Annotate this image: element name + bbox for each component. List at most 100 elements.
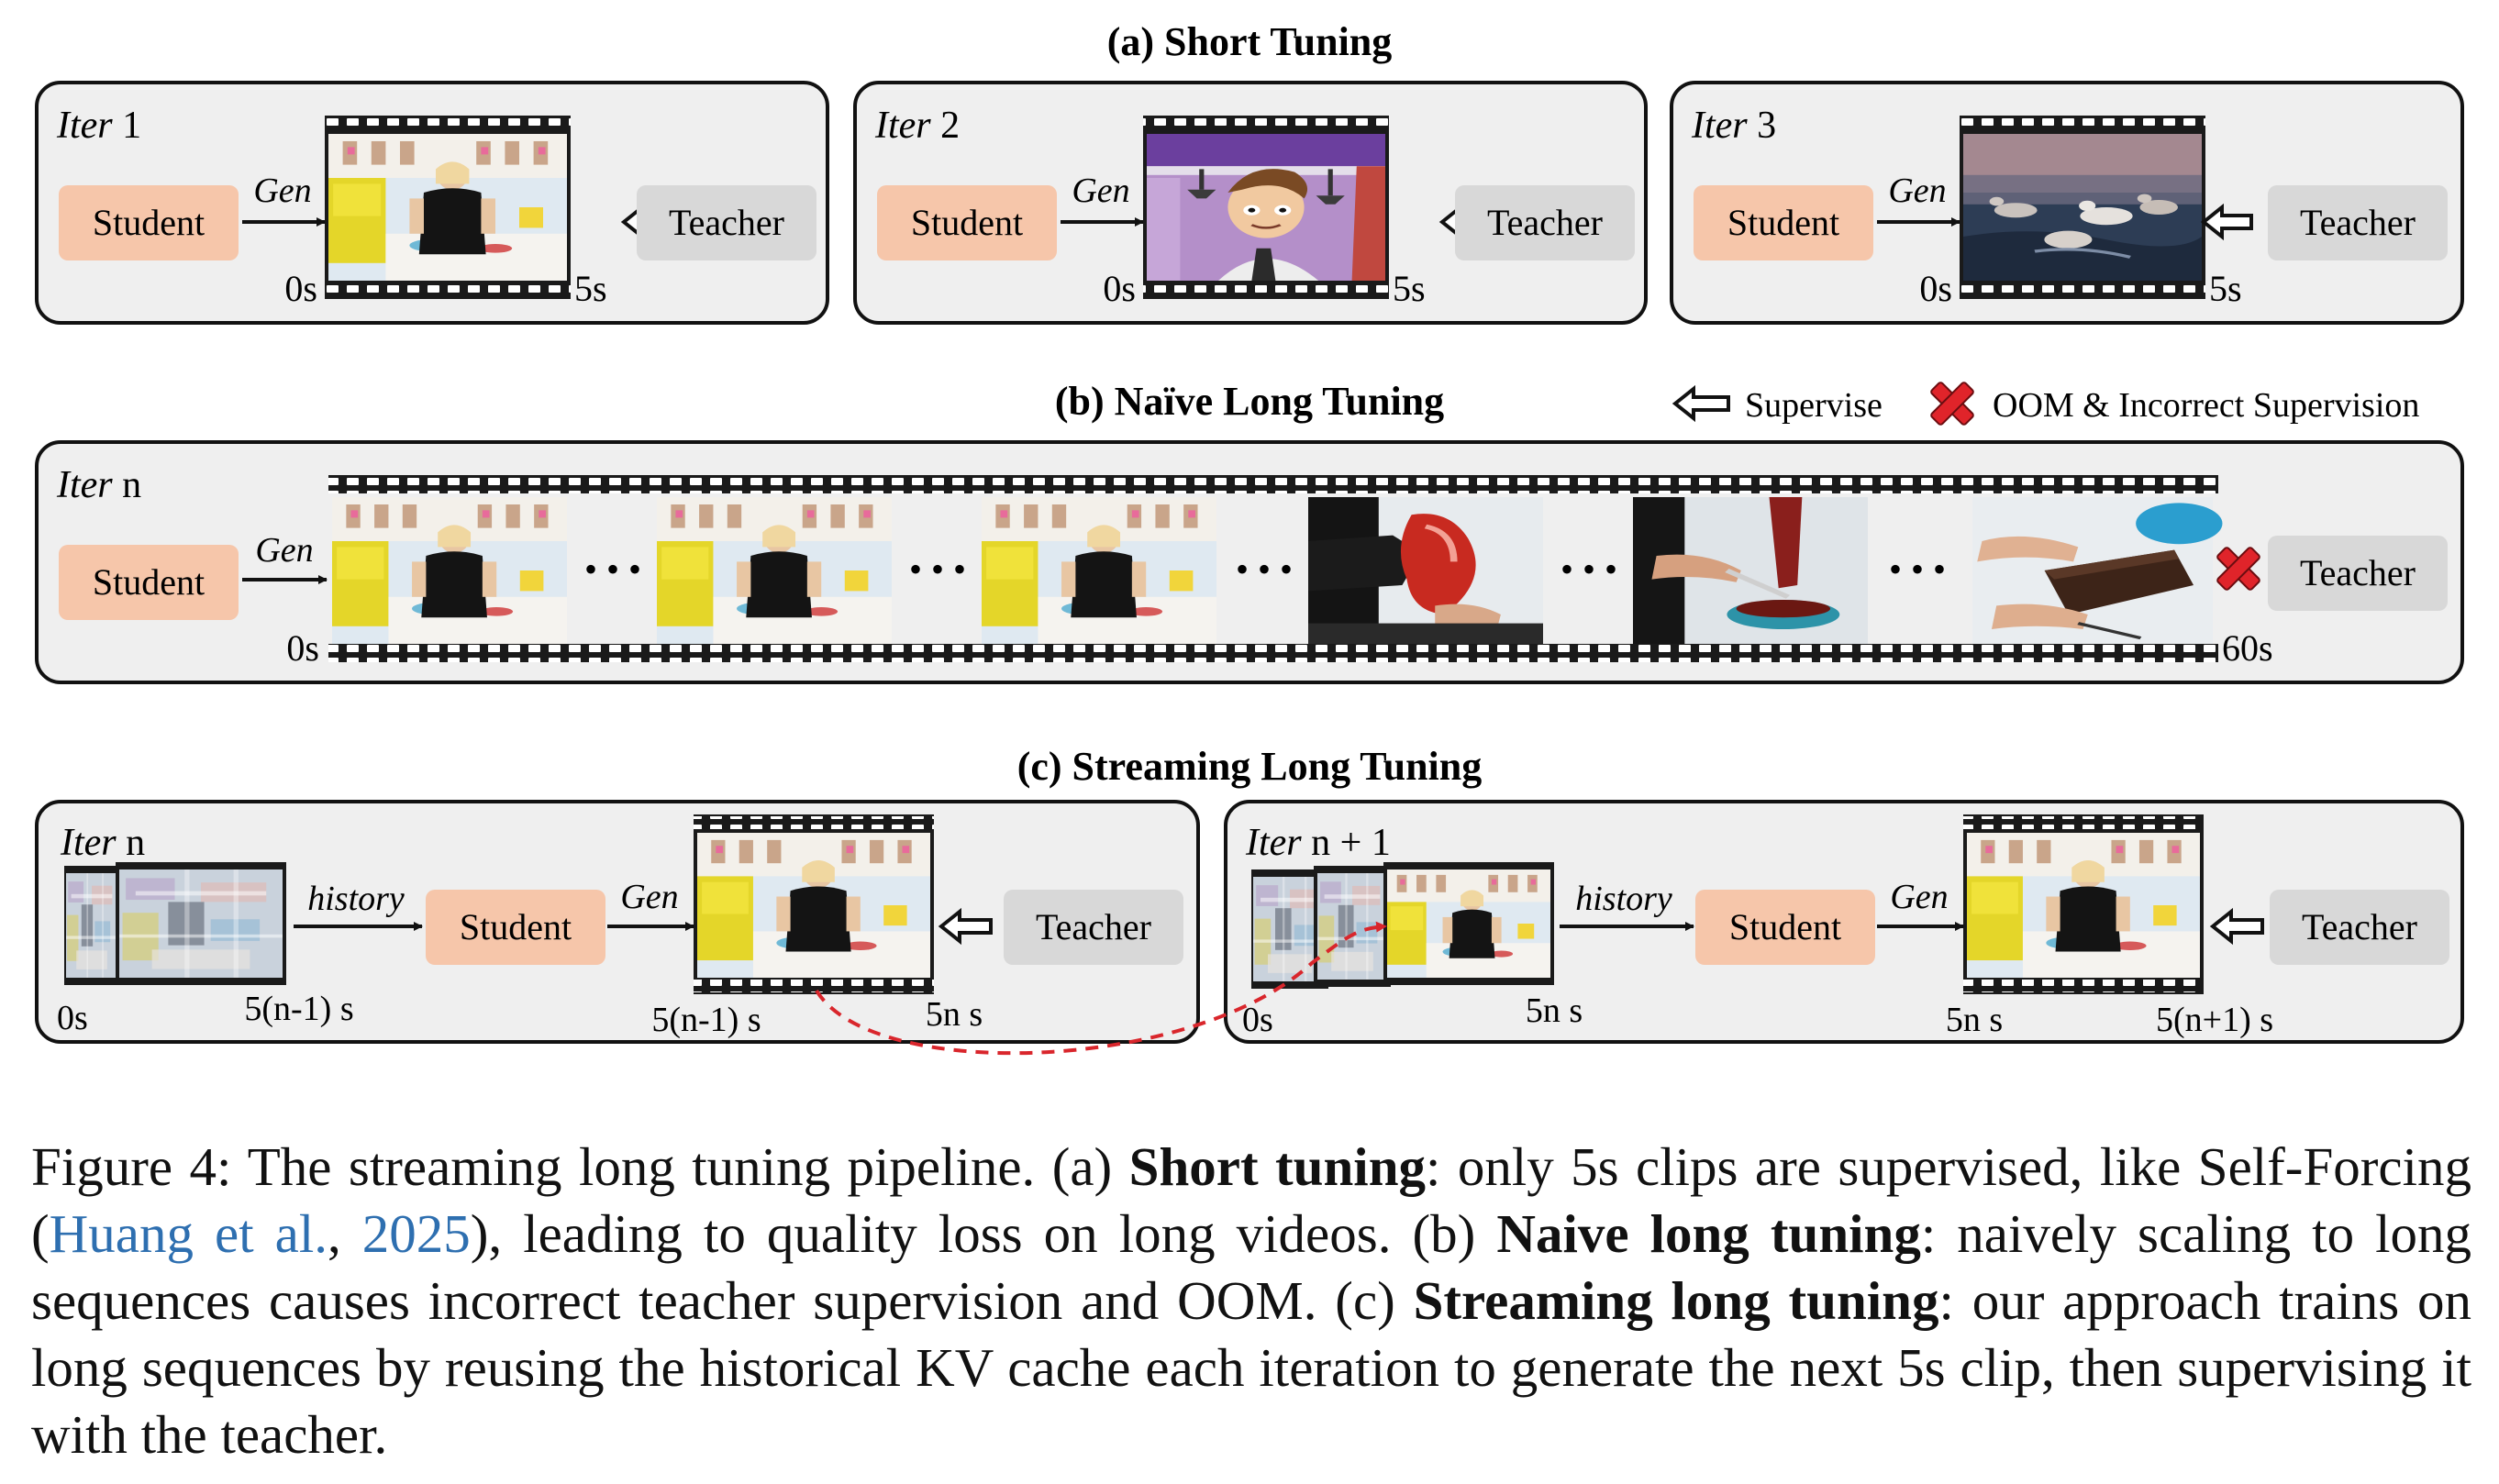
video-frame-birds (1963, 134, 2202, 281)
kv-cache-reuse-arrow (815, 921, 1387, 1056)
gen-label: Gen (253, 172, 311, 210)
teacher-box (1004, 890, 1183, 965)
iter-number: n (122, 464, 141, 506)
video-frame-kitchen (697, 833, 930, 978)
student-box (59, 545, 239, 620)
teacher-label: Teacher (1487, 202, 1603, 243)
caption-bold-short: Short tuning (1128, 1136, 1427, 1197)
iter-word: Iter (874, 105, 931, 147)
supervise-arrow-icon (2200, 203, 2253, 241)
iter-word: Iter (56, 464, 113, 506)
iter-number: n (126, 822, 145, 864)
iter-number: 3 (1757, 105, 1776, 147)
svg-text:Iter n: Iter n (60, 822, 145, 864)
gen-start: 5(n-1) s (651, 1001, 761, 1039)
supervise-arrow-icon (2209, 907, 2264, 946)
panel-a-iter-2: Iter 2 Student Gen 0s 5s Teacher (853, 81, 1648, 325)
gen-label: Gen (1072, 172, 1129, 210)
ellipsis: • • • (1236, 548, 1293, 590)
svg-text:Iter 1: Iter 1 (56, 105, 141, 147)
student-box (426, 890, 605, 965)
caption-text: ), leading to quality loss on long video… (470, 1203, 1497, 1264)
section-a-title: (a) Short Tuning (1107, 19, 1393, 64)
film-strip-top (328, 475, 2218, 493)
panel-a-iter-3: Iter 3 Student Gen 0s 5s Teacher (1670, 81, 2464, 325)
teacher-box (2268, 185, 2448, 260)
panel-b-iter-n: Iter n Student Gen • • • • • • • • • • •… (35, 440, 2464, 684)
iter-number: n + 1 (1311, 822, 1391, 864)
student-box (877, 185, 1057, 260)
svg-text:Iter n: Iter n (56, 464, 141, 506)
video-frame (657, 497, 892, 644)
history-label: history (1575, 880, 1672, 918)
student-label: Student (460, 906, 572, 947)
section-b-title: (b) Naïve Long Tuning (1055, 379, 1444, 424)
iter-word: Iter (60, 822, 117, 864)
caption-text: : naively scaling to long sequences caus… (31, 1203, 2472, 1331)
time-end: 60s (2222, 627, 2273, 669)
video-frame (1972, 497, 2222, 644)
time-end: 5s (574, 268, 607, 309)
legend-oom: OOM & Incorrect Supervision (1993, 386, 2419, 425)
teacher-box (637, 185, 816, 260)
teacher-label: Teacher (2300, 552, 2416, 593)
figure-caption: Figure 4: The streaming long tuning pipe… (31, 1134, 2471, 1468)
cross-icon (2216, 547, 2260, 591)
pipeline-diagram: (a) Short Tuning Iter 1 Student Gen 0s 5… (35, 19, 2464, 1056)
panel-c-iter-n: Iter n 0s 5(n-1) s history Student Gen 5… (35, 800, 1200, 1044)
teacher-box (1455, 185, 1635, 260)
caption-text: : only 5s clips are supervised, like Sel… (31, 1136, 2471, 1264)
video-frame (982, 497, 1216, 644)
svg-text:Iter 3: Iter 3 (1691, 105, 1776, 147)
cross-legend-icon (1930, 382, 1974, 426)
history-start: 0s (1242, 1001, 1273, 1039)
teacher-label: Teacher (2300, 202, 2416, 243)
teacher-label: Teacher (2302, 906, 2417, 947)
svg-text:Iter 2: Iter 2 (874, 105, 960, 147)
teacher-box (2270, 890, 2449, 965)
gen-label: Gen (255, 531, 313, 570)
history-label: history (307, 880, 405, 918)
time-end: 5s (2209, 268, 2242, 309)
ellipsis: • • • (584, 548, 641, 590)
student-label: Student (93, 561, 205, 603)
gen-start: 5n s (1946, 1001, 2003, 1039)
video-frame-kitchen (1967, 833, 2200, 978)
iter-number: 2 (940, 105, 960, 147)
student-label: Student (1729, 906, 1841, 947)
video-frame-kitchen (328, 134, 567, 281)
legend-supervise: Supervise (1745, 386, 1883, 425)
citation-year-link[interactable]: 2025 (361, 1203, 471, 1264)
iter-word: Iter (1245, 822, 1302, 864)
caption-text: Figure 4: The streaming long tuning pipe… (31, 1136, 1129, 1197)
student-label: Student (911, 202, 1023, 243)
history-frames (1251, 862, 1554, 989)
teacher-label: Teacher (1036, 906, 1151, 947)
time-start: 0s (286, 627, 319, 669)
history-frames (64, 862, 286, 985)
gen-label: Gen (1890, 878, 1948, 916)
iter-word: Iter (56, 105, 113, 147)
time-start: 0s (1103, 268, 1136, 309)
teacher-box (2268, 536, 2448, 611)
caption-bold-naive: Naive long tuning (1496, 1203, 1921, 1264)
video-frame-cartoon (1145, 132, 1387, 282)
video-frame (1308, 497, 1543, 644)
panel-a-iter-1: Iter 1 Student Gen 0s 5s Teacher (35, 81, 829, 325)
supervise-legend-icon (1672, 384, 1730, 423)
gen-label: Gen (620, 878, 678, 916)
svg-text:Iter n + 1: Iter n + 1 (1245, 822, 1391, 864)
teacher-label: Teacher (669, 202, 784, 243)
ellipsis: • • • (1560, 548, 1617, 590)
student-box (59, 185, 239, 260)
time-start: 0s (284, 268, 317, 309)
time-start: 0s (1919, 268, 1952, 309)
citation-author-link[interactable]: Huang et al. (49, 1203, 328, 1264)
iter-word: Iter (1691, 105, 1748, 147)
legend: Supervise OOM & Incorrect Supervision (1672, 382, 2419, 426)
student-box (1695, 890, 1875, 965)
video-frame (1633, 497, 1868, 644)
film-strip-bottom (328, 644, 2218, 662)
panel-c-iter-n-plus-1: Iter n + 1 0s 5n s history Student Gen 5… (1224, 800, 2464, 1044)
